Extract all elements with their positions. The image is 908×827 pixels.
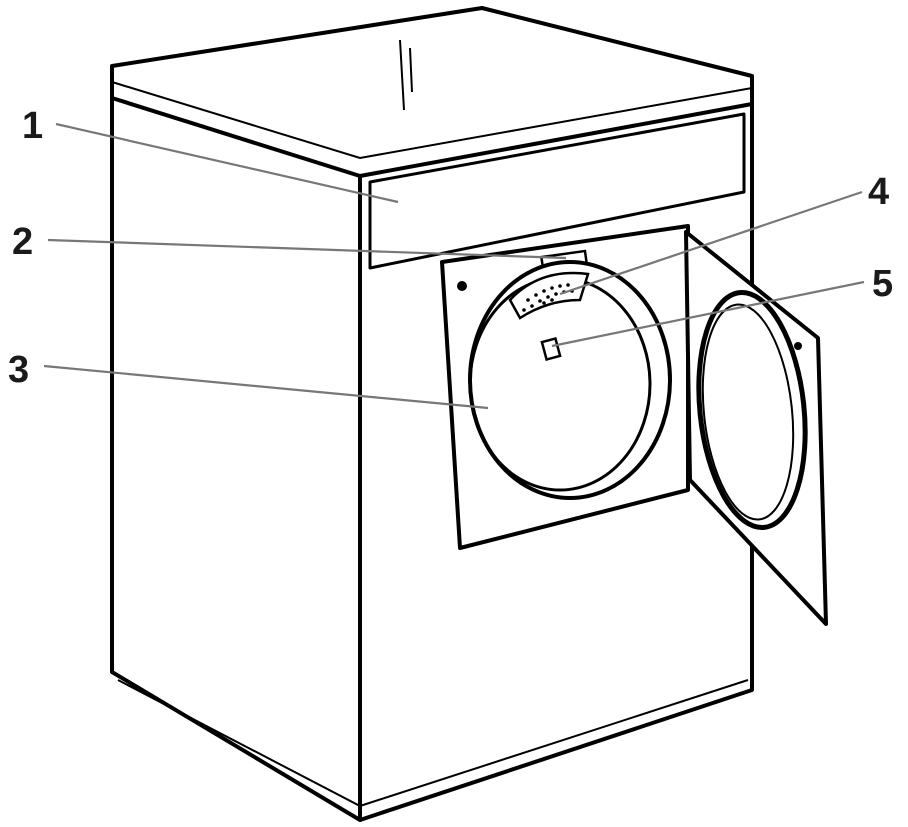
callout-5: 5 bbox=[872, 263, 893, 305]
door-opening bbox=[442, 226, 688, 548]
door-screw bbox=[794, 342, 802, 350]
cabinet-left-side bbox=[112, 96, 360, 820]
callout-4: 4 bbox=[868, 171, 889, 213]
callout-3: 3 bbox=[8, 349, 29, 391]
door-latch bbox=[542, 338, 560, 359]
callout-1: 1 bbox=[22, 105, 43, 147]
frame-screw bbox=[457, 281, 467, 291]
callout-2: 2 bbox=[12, 221, 33, 263]
